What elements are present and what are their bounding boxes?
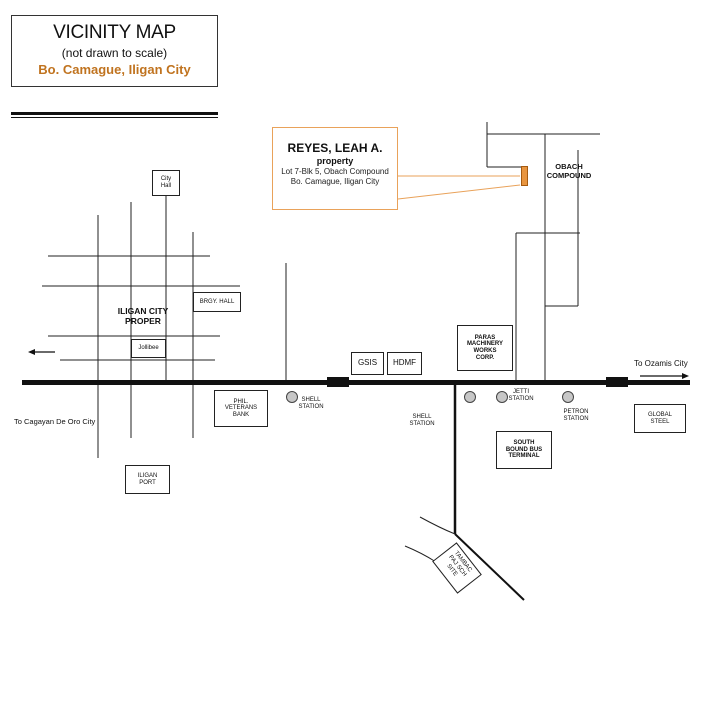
highway-bridge-east bbox=[606, 377, 628, 387]
to-cagayan-label: To Cagayan De Oro City bbox=[14, 417, 96, 426]
map-title: VICINITY MAP bbox=[53, 22, 176, 43]
property-address-line1: Lot 7-Blk 5, Obach Compound bbox=[281, 167, 389, 176]
property-owner: REYES, LEAH A. bbox=[287, 141, 383, 155]
arrow-west bbox=[28, 349, 55, 355]
iligan-port-box: ILIGAN PORT bbox=[125, 465, 170, 494]
shell-station-label: SHELL STATION bbox=[298, 397, 324, 410]
south-bound-bus-terminal-box: SOUTH BOUND BUS TERMINAL bbox=[496, 431, 552, 469]
phil-veterans-bank-box: PHIL. VETERANS BANK bbox=[214, 390, 268, 427]
obach-compound-label: OBACH COMPOUND bbox=[546, 162, 592, 180]
obach-road-network bbox=[397, 122, 600, 380]
map-subtitle: (not drawn to scale) bbox=[61, 46, 168, 60]
arrow-east bbox=[640, 373, 689, 379]
property-location-marker bbox=[521, 166, 528, 186]
to-ozamis-label: To Ozamis City bbox=[634, 359, 688, 368]
title-box: VICINITY MAP (not drawn to scale) Bo. Ca… bbox=[11, 15, 218, 87]
station-marker-middle bbox=[464, 391, 476, 403]
city-hall-box: City Hall bbox=[152, 170, 180, 196]
header-rule-thin bbox=[11, 117, 218, 118]
jetti-station-label: JETTI STATION bbox=[508, 389, 534, 402]
shell-station-marker bbox=[286, 391, 298, 403]
property-callout: REYES, LEAH A. property Lot 7-Blk 5, Oba… bbox=[272, 127, 398, 210]
shore-line-upper bbox=[419, 516, 456, 535]
jetti-station-marker bbox=[496, 391, 508, 403]
global-steel-box: GLOBAL STEEL bbox=[634, 404, 686, 433]
shell-station-label-2: SHELL STATION bbox=[409, 414, 435, 427]
petron-station-label: PETRON STATION bbox=[563, 409, 589, 422]
petron-station-marker bbox=[562, 391, 574, 403]
property-address-line2: Bo. Camague, Iligan City bbox=[290, 177, 380, 186]
hdmf-box: HDMF bbox=[387, 352, 422, 375]
map-location: Bo. Camague, Iligan City bbox=[38, 62, 191, 77]
brgy-hall-box: BRGY. HALL bbox=[193, 292, 241, 312]
shore-line-lower bbox=[404, 545, 437, 563]
tambo-site-box bbox=[432, 542, 482, 594]
iligan-city-proper-label: ILIGAN CITY PROPER bbox=[117, 306, 169, 326]
jollibee-box: Jollibee bbox=[131, 339, 166, 358]
header-rule-thick bbox=[11, 112, 218, 115]
road-to-tambo-diagonal bbox=[454, 533, 525, 601]
gsis-box: GSIS bbox=[351, 352, 384, 375]
highway-bridge-west bbox=[327, 377, 349, 387]
property-tag: property bbox=[316, 156, 354, 166]
main-highway bbox=[22, 380, 690, 385]
city-street-grid bbox=[42, 195, 287, 458]
paras-machinery-box: PARAS MACHINERY WORKS CORP. bbox=[457, 325, 513, 371]
